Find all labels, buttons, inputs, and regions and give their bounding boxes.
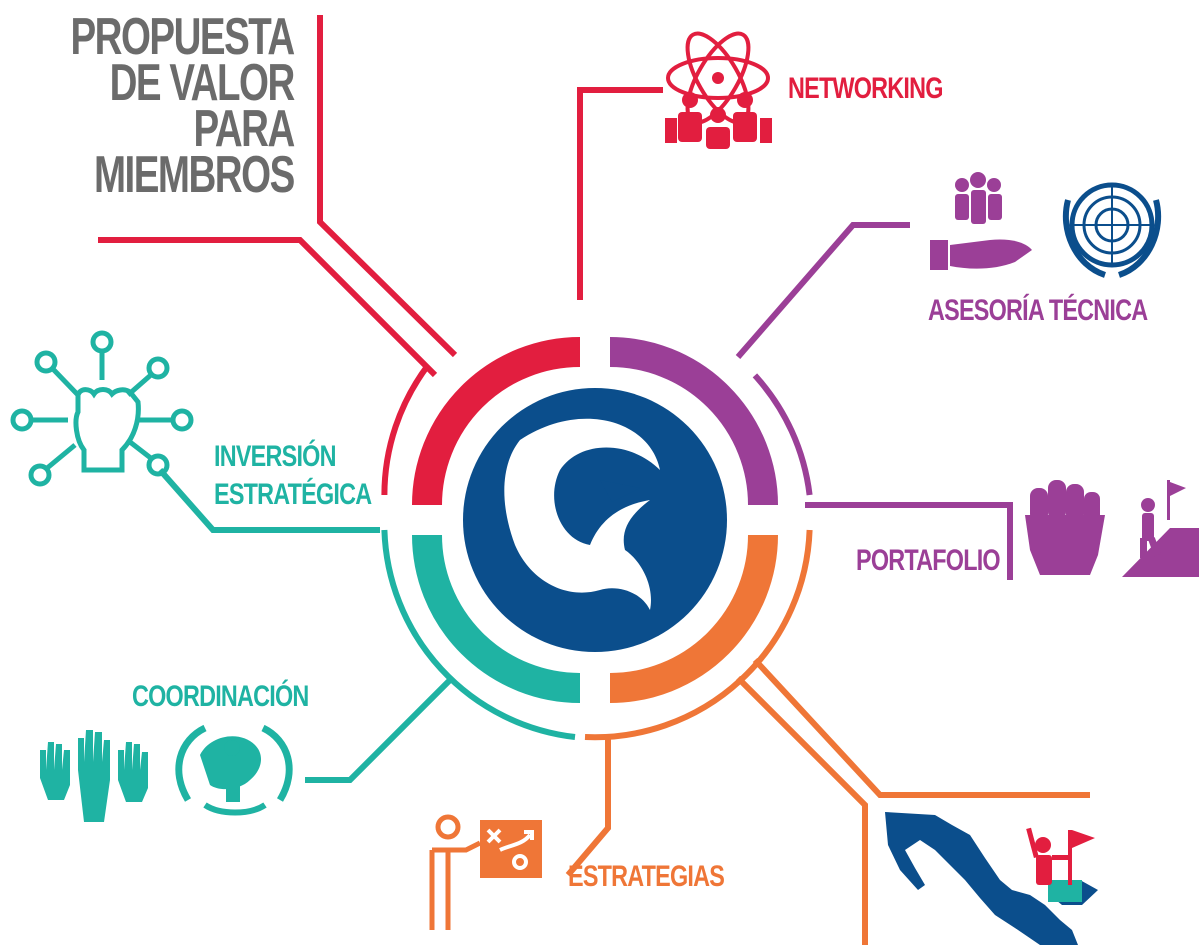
connector-networking bbox=[577, 87, 663, 300]
phoenix-logo-icon bbox=[463, 388, 727, 652]
portafolio-label: PORTAFOLIO bbox=[856, 544, 1001, 577]
atom-people-icon bbox=[665, 31, 772, 149]
diagram-title: PROPUESTA DE VALOR PARA MIEMBROS bbox=[70, 8, 296, 204]
raised-hands-icon bbox=[40, 730, 148, 822]
outer-ring-red bbox=[381, 363, 431, 496]
title-line-3: PARA bbox=[193, 100, 296, 158]
connector-mexico-inner bbox=[735, 675, 868, 945]
inversion-label-line1: INVERSIÓN bbox=[214, 440, 336, 473]
flag-climber-icon bbox=[1026, 827, 1095, 902]
inner-ring-teal bbox=[412, 534, 581, 703]
connector-title-outer bbox=[317, 15, 458, 358]
coordinacion-label: COORDINACIÓN bbox=[132, 680, 309, 713]
connector-title-inner bbox=[98, 237, 438, 378]
strategy-board-icon bbox=[429, 814, 542, 930]
mountain-flag-icon bbox=[1122, 480, 1199, 577]
networking-label: NETWORKING bbox=[788, 72, 943, 105]
mexico-map-icon bbox=[885, 812, 1098, 945]
outer-ring-purple bbox=[752, 373, 813, 496]
title-line-2: DE VALOR bbox=[109, 54, 296, 112]
title-line-4: MIEMBROS bbox=[94, 146, 295, 204]
inner-ring-purple bbox=[609, 337, 778, 506]
connector-portafolio bbox=[805, 502, 1013, 580]
raised-fist-icon bbox=[1025, 480, 1105, 575]
inversion-label-line2: ESTRATÉGICA bbox=[214, 478, 372, 511]
connector-mexico-outer bbox=[752, 657, 1090, 798]
un-emblem-icon bbox=[1062, 182, 1162, 278]
outer-ring-orange bbox=[584, 529, 813, 741]
connector-asesoria bbox=[735, 222, 910, 359]
estrategias-label: ESTRATEGIAS bbox=[568, 860, 725, 893]
inner-ring-red bbox=[412, 337, 581, 506]
network-fist-icon bbox=[10, 330, 194, 487]
hand-people-icon bbox=[930, 172, 1032, 270]
title-line-1: PROPUESTA bbox=[70, 8, 296, 66]
inner-ring-orange bbox=[609, 534, 778, 703]
connector-inversion bbox=[157, 468, 380, 533]
connector-coordinacion bbox=[305, 675, 455, 783]
connector-estrategias bbox=[565, 735, 611, 877]
mexico-seal-icon bbox=[175, 724, 293, 816]
asesoria-tecnica-label: ASESORÍA TÉCNICA bbox=[928, 294, 1148, 327]
outer-ring-teal bbox=[381, 529, 576, 740]
